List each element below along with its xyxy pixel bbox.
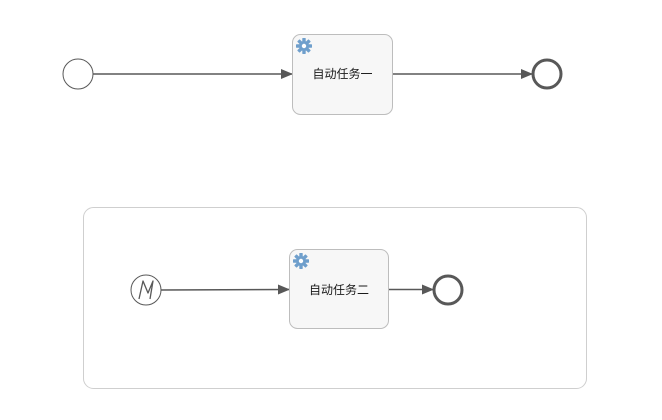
service-task-2[interactable]: 自动任务二 <box>289 249 389 329</box>
error-start-circle <box>130 274 162 306</box>
task-label: 自动任务二 <box>309 282 369 297</box>
start-event[interactable] <box>62 58 94 90</box>
main-flow: 自动任务一 <box>62 34 563 115</box>
lightning-icon <box>138 280 154 300</box>
end-event[interactable] <box>531 58 563 90</box>
event-subprocess[interactable]: 自动任务二 <box>83 207 587 389</box>
subprocess-end-event[interactable] <box>432 274 464 306</box>
task-box <box>289 249 389 329</box>
service-task-1[interactable]: 自动任务一 <box>292 34 393 115</box>
task-label: 自动任务一 <box>312 66 372 81</box>
gear-icon <box>296 38 312 54</box>
sequence-flow-error-to-task2[interactable] <box>160 284 290 295</box>
task-box <box>292 34 393 115</box>
gear-icon <box>293 253 309 269</box>
error-start-event[interactable] <box>130 274 162 306</box>
